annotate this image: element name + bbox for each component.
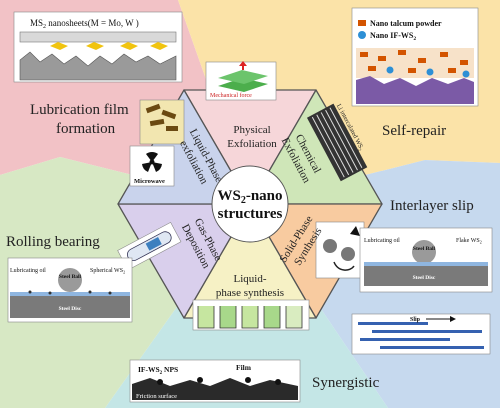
svg-text:Nano IF-WS2: Nano IF-WS2 <box>370 31 416 42</box>
center-node: WS2-nano structures <box>211 165 289 243</box>
synergistic-label-film: Film <box>236 363 252 372</box>
physical-line2: Exfoliation <box>227 138 277 150</box>
self-repair-legend-1: Nano talcum powder <box>370 19 442 28</box>
lubrication-title-line2: formation <box>56 121 116 137</box>
interlayer-label-oil: Lubricating oil <box>364 238 400 244</box>
interlayer-label-flake: Flake WS <box>456 238 480 244</box>
inset-mechanical: Mechanical force <box>205 61 277 101</box>
liquid-synth-line2: phase synthesis <box>216 287 284 299</box>
interlayer-label-slip: Slip <box>410 317 421 323</box>
inset-rolling-bearing: Lubricating oil Steel Ball Spherical WS2… <box>7 257 133 323</box>
liquid-synth-line1: Liquid- <box>234 273 267 285</box>
center-title-line1: WS <box>217 188 240 204</box>
lubrication-inset-title: MS <box>30 18 43 28</box>
microwave-label: Microwave <box>134 178 165 185</box>
interlayer-slip-title: Interlayer slip <box>390 198 474 214</box>
svg-text:Flake WS2: Flake WS2 <box>456 238 482 245</box>
self-repair-title: Self-repair <box>382 123 446 139</box>
inset-microwave: Microwave <box>129 99 185 187</box>
inset-synergistic: IF-WS2 NPS Film Friction surface <box>129 359 301 403</box>
interlayer-label-disc: Steel Disc <box>413 275 436 281</box>
svg-text:WS2-nano: WS2-nano <box>217 188 282 206</box>
rolling-label-disc: Steel Disc <box>59 306 82 312</box>
inset-gas-deposition <box>117 221 182 271</box>
rolling-label-spherical: Spherical WS <box>90 268 123 274</box>
sector-titles: Lubrication film formation Self-repair I… <box>6 102 474 391</box>
svg-text:IF-WS2 NPS: IF-WS2 NPS <box>138 365 178 376</box>
interlayer-label-ball: Steel Ball <box>413 246 436 252</box>
synergistic-title: Synergistic <box>312 375 380 391</box>
inset-solid-phase <box>315 221 365 279</box>
svg-text:MS2 nanosheets(M = Mo, W ): MS2 nanosheets(M = Mo, W ) <box>30 18 139 30</box>
inset-self-repair: Nano talcum powder Nano IF-WS2 <box>351 7 479 107</box>
center-title-line2: structures <box>218 206 283 222</box>
rolling-label-ball: Steel Ball <box>59 274 82 280</box>
synergistic-label-surface: Friction surface <box>136 393 177 400</box>
inset-interlayer-slip: Lubricating oil Steel Ball Flake WS2 Ste… <box>351 227 493 355</box>
rolling-bearing-title: Rolling bearing <box>6 234 100 250</box>
svg-text:Spherical WS2: Spherical WS2 <box>90 268 125 275</box>
inset-lubrication-film: MS2 nanosheets(M = Mo, W ) <box>13 11 183 83</box>
mechanical-force-label: Mechanical force <box>210 92 252 99</box>
rolling-label-oil: Lubricating oil <box>10 268 46 274</box>
physical-line1: Physical <box>233 124 270 136</box>
self-repair-legend-2: Nano IF-WS <box>370 31 414 40</box>
synergistic-label-np: IF-WS <box>138 365 160 374</box>
lubrication-title-line1: Lubrication film <box>30 102 129 118</box>
inset-liquid-synth <box>192 299 310 331</box>
